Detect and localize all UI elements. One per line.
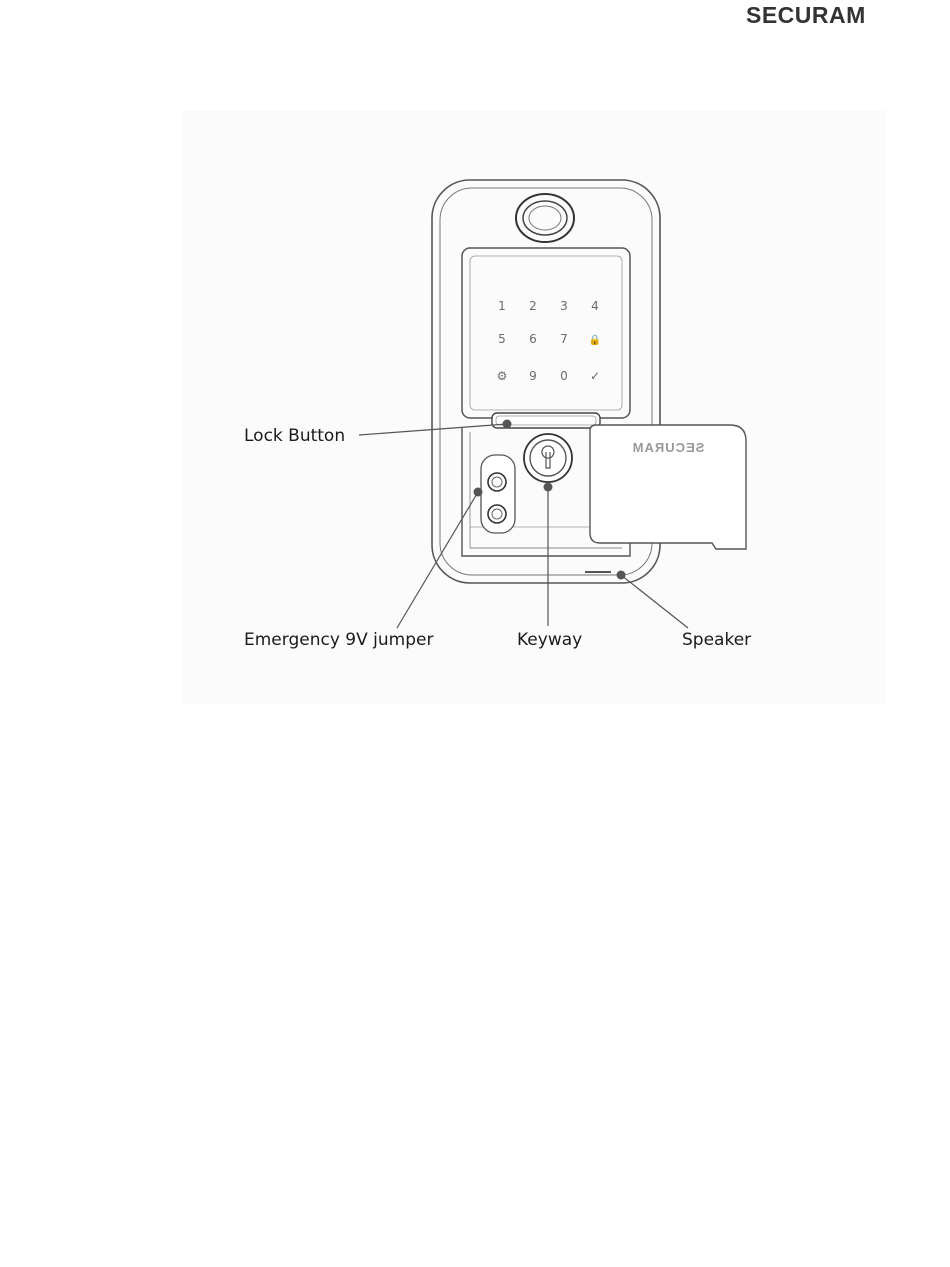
speaker-label: Speaker bbox=[682, 630, 751, 650]
lock-button-leader bbox=[359, 424, 507, 435]
keypad-key: 9 bbox=[529, 369, 537, 383]
keypad-key: 7 bbox=[560, 332, 568, 346]
jumper-contact bbox=[488, 505, 506, 523]
keypad-check-icon: ✓ bbox=[590, 369, 600, 383]
keyway-cylinder bbox=[524, 434, 572, 482]
keypad-key: 2 bbox=[529, 299, 537, 313]
keypad-panel bbox=[462, 248, 630, 418]
keypad-key: 5 bbox=[498, 332, 506, 346]
fingerprint-sensor-icon bbox=[516, 194, 574, 242]
keyway-label: Keyway bbox=[517, 630, 582, 650]
speaker-leader bbox=[621, 575, 688, 628]
keypad-gear-icon: ⚙ bbox=[497, 369, 508, 383]
keypad-lock-icon: 🔒 bbox=[589, 334, 601, 346]
keypad-key: 1 bbox=[498, 299, 506, 313]
keypad-key: 4 bbox=[591, 299, 599, 313]
keypad-key: 6 bbox=[529, 332, 537, 346]
keypad-inner-panel bbox=[470, 256, 622, 410]
lock-button-label: Lock Button bbox=[244, 426, 345, 446]
emergency-jumper-label: Emergency 9V jumper bbox=[244, 630, 433, 650]
keypad-key: 3 bbox=[560, 299, 568, 313]
jumper-leader bbox=[397, 492, 478, 628]
keypad-key: 0 bbox=[560, 369, 568, 383]
cover-brand-mirrored: SECURAM bbox=[632, 440, 705, 455]
jumper-contact bbox=[488, 473, 506, 491]
